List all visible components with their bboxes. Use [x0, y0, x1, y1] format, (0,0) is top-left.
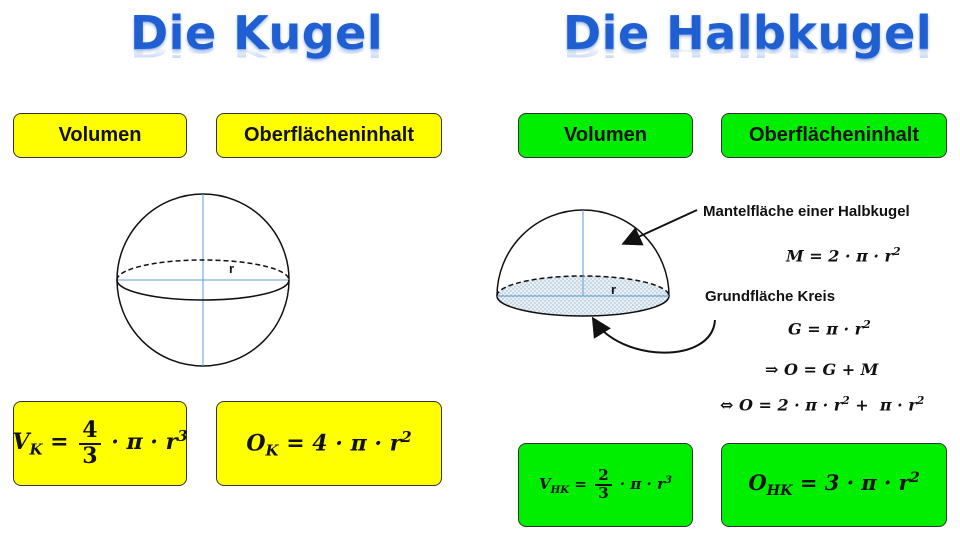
title-kugel: Die Kugel — [130, 6, 384, 60]
title-halbkugel: Die Halbkugel — [563, 6, 933, 60]
sphere-drawing — [116, 193, 290, 367]
kugel-surface-formula-box: OK = 4 · π · r2 — [216, 401, 442, 486]
expanded-equation: ⇔ O = 2 · π · r2 + π · r2 — [720, 394, 925, 415]
kugel-surface-button[interactable]: Oberflächeninhalt — [216, 113, 442, 158]
mantle-arrow — [621, 209, 698, 246]
kugel-surface-formula: OK = 4 · π · r2 — [246, 427, 412, 460]
mantle-label: Mantelfläche einer Halbkugel — [703, 203, 910, 220]
base-arrow — [591, 316, 716, 354]
base-label: Grundfläche Kreis — [705, 288, 836, 305]
halbkugel-surface-formula-box: OHK = 3 · π · r2 — [721, 443, 947, 527]
kugel-volume-button[interactable]: Volumen — [13, 113, 187, 158]
base-equation: G = π · r2 — [788, 318, 871, 339]
halbkugel-surface-button[interactable]: Oberflächeninhalt — [721, 113, 947, 158]
hemisphere-drawing — [496, 209, 670, 317]
sum-equation: ⇒ O = G + M — [765, 360, 879, 379]
sphere-radius-label: r — [229, 261, 235, 276]
halbkugel-surface-formula: OHK = 3 · π · r2 — [748, 470, 920, 500]
mantle-equation: M = 2 · π · r2 — [786, 245, 901, 266]
hemisphere-radius-label: r — [611, 282, 617, 297]
halbkugel-volume-button[interactable]: Volumen — [518, 113, 693, 158]
